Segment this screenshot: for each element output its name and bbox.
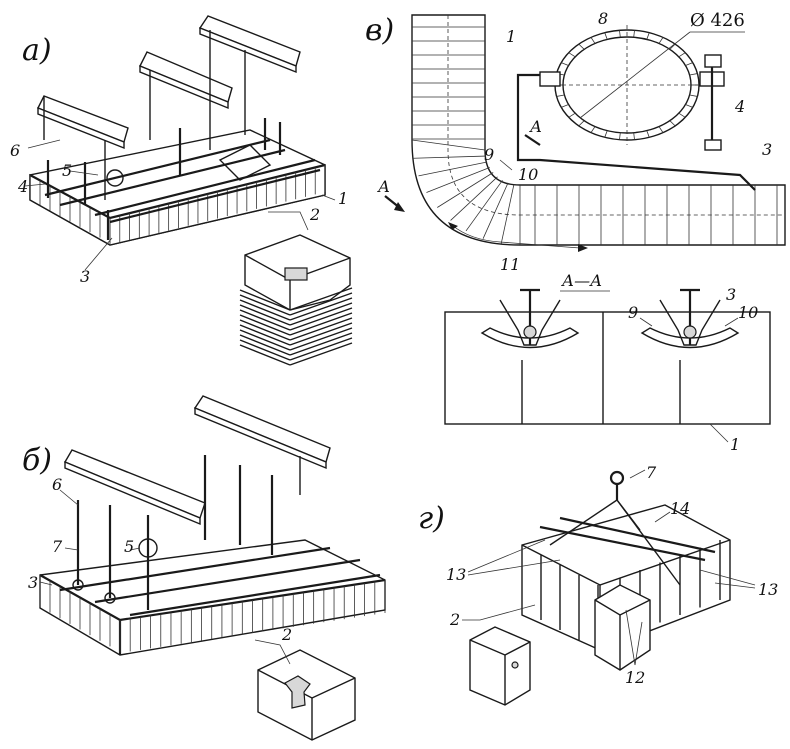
callout-13-g-left: 13 xyxy=(446,565,466,584)
diameter-callout: Ø 426 xyxy=(690,10,745,31)
callout-3-v: 3 xyxy=(762,140,772,159)
callout-7-g: 7 xyxy=(646,463,657,482)
callout-8-v: 8 xyxy=(598,9,608,28)
panel-a-hangers xyxy=(46,118,282,240)
callout-1-aa: 1 xyxy=(730,435,740,454)
section-marker-top: А xyxy=(529,117,542,136)
panel-a-beams xyxy=(37,15,301,200)
callout-11-v: 11 xyxy=(500,255,520,274)
panel-b-label: б) xyxy=(22,443,52,478)
panel-v-arrows xyxy=(384,134,588,252)
panel-g-sling xyxy=(539,470,716,586)
panel-g-label: г) xyxy=(418,501,445,536)
callout-3-b: 3 xyxy=(28,573,38,592)
panel-a: а) xyxy=(10,15,353,366)
panel-v-pipe xyxy=(554,25,745,145)
panel-v-bracket xyxy=(499,54,756,191)
panel-b-block-detail xyxy=(257,649,356,741)
callout-5-a: 5 xyxy=(62,161,72,180)
callout-10-v: 10 xyxy=(518,165,538,184)
callout-4-v: 4 xyxy=(734,97,745,116)
panel-g: г) xyxy=(418,463,778,706)
panel-g-leaders xyxy=(462,469,756,666)
panel-b: б) xyxy=(22,395,386,741)
callout-9-aa: 9 xyxy=(628,303,638,322)
section-a-a: А—А xyxy=(444,271,771,443)
panel-a-rails xyxy=(44,138,321,224)
panel-g-block-stack xyxy=(521,504,731,671)
panel-b-beams xyxy=(63,395,331,526)
panel-b-hangers xyxy=(72,455,274,610)
section-marker-left: А xyxy=(377,177,390,196)
callout-14-g: 14 xyxy=(670,499,690,518)
callout-6-b: 6 xyxy=(52,475,62,494)
callout-10-aa: 10 xyxy=(738,303,758,322)
callout-2-b: 2 xyxy=(281,625,292,644)
section-title: А—А xyxy=(561,271,602,290)
callout-1-v: 1 xyxy=(506,27,516,46)
callout-1-a: 1 xyxy=(338,189,348,208)
callout-7-b: 7 xyxy=(52,537,63,556)
callout-2-g: 2 xyxy=(449,610,460,629)
panel-v-label: в) xyxy=(365,13,394,48)
callout-13-g-right: 13 xyxy=(758,580,778,599)
panel-a-block-detail xyxy=(239,234,353,366)
panel-b-leaders xyxy=(39,489,291,665)
panel-v-block-wall xyxy=(411,14,786,246)
panel-a-leaders xyxy=(24,139,336,271)
callout-6-a: 6 xyxy=(10,141,20,160)
callout-3-aa: 3 xyxy=(726,285,736,304)
callout-9-v: 9 xyxy=(484,145,494,164)
callout-12-g: 12 xyxy=(625,668,645,687)
panel-a-label: а) xyxy=(22,33,52,68)
panel-g-single-block xyxy=(469,626,531,706)
callout-4-a: 4 xyxy=(17,177,28,196)
callout-5-b: 5 xyxy=(124,537,134,556)
panel-b-block-base xyxy=(39,539,386,656)
callout-3-a: 3 xyxy=(80,267,90,286)
panel-v: в) xyxy=(365,9,786,454)
callout-2-a: 2 xyxy=(309,205,320,224)
